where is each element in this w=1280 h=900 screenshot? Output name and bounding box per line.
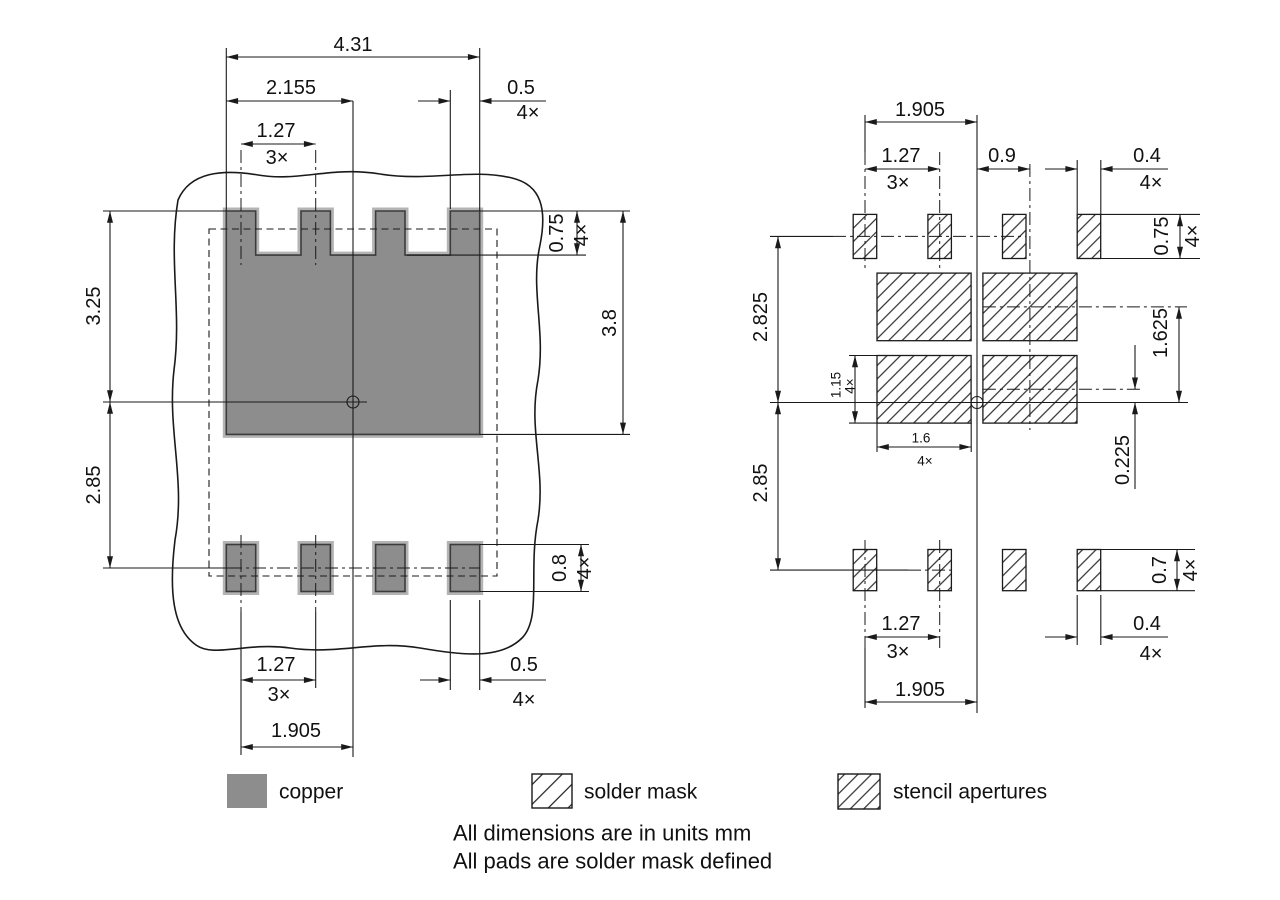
dim-r-row1-to-center: 1.625 <box>1150 306 1182 403</box>
dim-label-r-big-aperture-height: 1.15 <box>829 372 844 398</box>
right-view: 1.905 1.27 3× 0.9 0.4 4× 0.75 4× <box>750 99 1204 713</box>
center-mark-right <box>970 395 984 410</box>
legend-solder-mask-label: solder mask <box>584 781 698 804</box>
dim-label-copper-height: 3.8 <box>599 309 621 337</box>
dim-count-top-pad-height: 4× <box>571 224 593 247</box>
dim-r-center-to-top: 2.825 <box>750 236 781 403</box>
notes: All dimensions are in units mm All pads … <box>453 821 772 874</box>
dim-r-top-pitch: 1.27 3× <box>865 145 940 194</box>
dim-center-to-bottom: 2.85 <box>83 402 232 569</box>
dim-count-r-bottom-pitch: 3× <box>887 641 910 663</box>
dim-count-r-top-aperture-width: 4× <box>1140 172 1163 194</box>
dim-count-r-top-pitch: 3× <box>887 172 910 194</box>
dim-label-bottom-pad-width: 0.5 <box>510 654 538 676</box>
stencil-bottom-apertures <box>852 548 1102 592</box>
dim-count-bottom-pitch: 3× <box>268 684 291 706</box>
stencil-top-apertures <box>852 213 1102 260</box>
dim-bottom-pad-height: 0.8 4× <box>479 543 596 593</box>
dim-r-top-pad-to-center: 1.905 <box>865 99 977 125</box>
dim-copper-height: 3.8 <box>479 211 630 435</box>
left-centerlines <box>103 101 480 757</box>
legend-solder-mask: solder mask <box>531 773 698 809</box>
legend-stencil-apertures: stencil apertures <box>837 773 1047 810</box>
dim-label-r-top-aperture-width: 0.4 <box>1133 145 1161 167</box>
dim-count-r-big-aperture-width: 4× <box>917 454 932 469</box>
dim-label-top-pad-height: 0.75 <box>546 214 568 253</box>
dim-r-big-aperture-height: 1.15 4× <box>829 354 877 424</box>
dim-count-r-bottom-aperture-width: 4× <box>1140 643 1163 665</box>
copper-swatch-icon <box>227 774 267 808</box>
dim-top-pitch: 1.27 3× <box>241 120 316 169</box>
dim-r-bottom-aperture-height: 0.7 4× <box>1100 548 1202 592</box>
left-view: 4.31 2.155 0.5 4× 1.27 3× 3.25 <box>83 34 630 757</box>
stencil-swatch-icon <box>837 773 881 810</box>
dim-label-r-row1-to-center: 1.625 <box>1150 308 1172 358</box>
dim-label-r-top-pitch: 1.27 <box>882 145 921 167</box>
dim-count-r-big-aperture-height: 4× <box>843 378 858 393</box>
dim-r-bottom-pad-to-center: 1.905 <box>865 679 977 705</box>
dim-r-bottom-aperture-width: 0.4 4× <box>1045 595 1168 665</box>
center-mark <box>346 395 360 409</box>
dim-count-r-bottom-aperture-height: 4× <box>1180 559 1202 582</box>
dim-r-big-aperture-width: 1.6 4× <box>876 423 972 469</box>
dim-top-pad-height: 0.75 4× <box>407 210 630 256</box>
dim-bottom-pitch: 1.27 3× <box>240 612 317 755</box>
dim-label-r-row2-to-center: 0.225 <box>1112 435 1134 485</box>
dim-label-r-bottom-pad-to-center: 1.905 <box>895 679 945 701</box>
dim-label-r-bottom-pitch: 1.27 <box>882 613 921 635</box>
dim-overall-width: 4.31 <box>225 34 481 211</box>
stencil-big-apertures <box>876 272 1078 424</box>
dim-label-top-pitch: 1.27 <box>257 120 296 142</box>
right-centerlines <box>770 115 1188 713</box>
dim-label-r-center-to-bottom: 2.85 <box>750 464 772 503</box>
note-units: All dimensions are in units mm <box>453 821 751 846</box>
legend: copper solder mask stencil apertures <box>227 773 1047 810</box>
dim-label-r-center-to-top: 2.825 <box>750 292 772 342</box>
dim-count-r-top-aperture-height: 4× <box>1182 225 1204 248</box>
legend-copper: copper <box>227 774 343 808</box>
dim-count-top-pitch: 3× <box>266 147 289 169</box>
dim-label-bottom-pad-to-center: 1.905 <box>271 720 321 742</box>
dim-count-bottom-pad-height: 4× <box>574 557 596 580</box>
note-mask-defined: All pads are solder mask defined <box>453 849 772 874</box>
legend-copper-label: copper <box>279 781 343 804</box>
legend-stencil-label: stencil apertures <box>893 781 1047 804</box>
dim-label-r-big-aperture-width: 1.6 <box>912 431 931 446</box>
dim-label-center-to-bottom: 2.85 <box>83 466 105 505</box>
dim-r-top-aperture-width: 0.4 4× <box>1045 145 1168 214</box>
dim-r-center-to-bottom: 2.85 <box>750 402 781 571</box>
dim-label-r-big-col-offset: 0.9 <box>988 145 1016 167</box>
dim-top-pad-width: 0.5 4× <box>418 77 546 209</box>
dim-count-top-pad-width: 4× <box>517 102 540 124</box>
dim-bottom-pad-to-center: 1.905 <box>241 720 353 750</box>
dim-r-big-col-offset: 0.9 <box>977 145 1030 172</box>
dim-label-top-to-center: 3.25 <box>83 287 105 326</box>
board-outline <box>171 170 544 655</box>
dim-label-overall-width: 4.31 <box>334 34 373 56</box>
dim-label-r-bottom-aperture-height: 0.7 <box>1149 556 1171 584</box>
dim-label-r-top-aperture-height: 0.75 <box>1151 217 1173 256</box>
dim-bottom-pad-width: 0.5 4× <box>420 600 546 711</box>
dim-count-bottom-pad-width: 4× <box>513 689 536 711</box>
dim-center-offset: 2.155 <box>226 77 353 104</box>
dim-r-top-aperture-height: 0.75 4× <box>1100 213 1204 260</box>
solder-mask-swatch-icon <box>531 773 573 809</box>
dim-label-bottom-pad-height: 0.8 <box>549 554 571 582</box>
dim-top-to-center: 3.25 <box>83 210 227 402</box>
dim-label-r-bottom-aperture-width: 0.4 <box>1133 613 1161 635</box>
dim-r-bottom-pitch: 1.27 3× <box>865 613 940 663</box>
dim-r-row2-to-center: 0.225 <box>1112 345 1138 489</box>
dim-label-center-offset: 2.155 <box>266 77 316 99</box>
dim-label-bottom-pitch: 1.27 <box>257 654 296 676</box>
dim-label-r-top-pad-to-center: 1.905 <box>895 99 945 121</box>
dim-label-top-pad-width: 0.5 <box>507 77 535 99</box>
